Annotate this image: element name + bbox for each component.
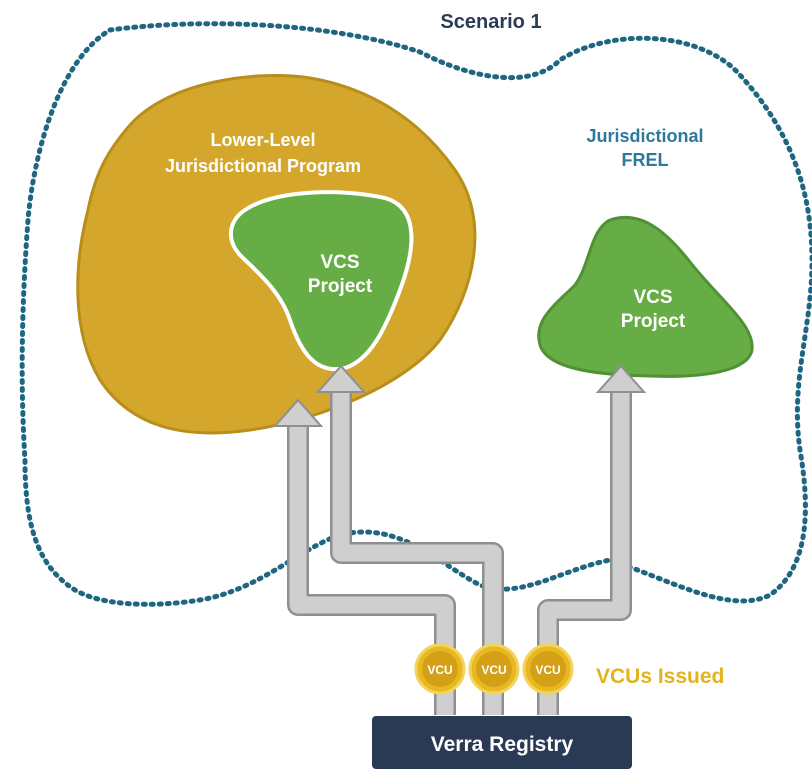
vcs-project-left-area (229, 190, 414, 372)
project-right-label-line2: Project (621, 311, 686, 332)
verra-registry-label: Verra Registry (431, 733, 574, 756)
arrow-head-project-left (315, 364, 367, 393)
scenario-title: Scenario 1 (440, 11, 541, 33)
vcu-coin-3: VCU (522, 643, 574, 695)
verra-registry-box (372, 716, 632, 769)
vcus-issued-label: VCUs Issued (596, 665, 724, 688)
project-left-label-line2: Project (308, 276, 373, 297)
lower-level-label-line2: Jurisdictional Program (165, 156, 361, 176)
project-left-label-line1: VCS (320, 252, 359, 273)
vcu-coin-1: VCU (414, 643, 466, 695)
vcu-coin-1-label: VCU (427, 663, 452, 677)
vcu-coin-3-label: VCU (535, 663, 560, 677)
vcu-coin-2-label: VCU (481, 663, 506, 677)
jurisdiction-boundary (19, 21, 812, 607)
jurisdictional-label-line1: Jurisdictional (586, 126, 703, 146)
arrow-head-program (272, 398, 324, 427)
arrow-head-project-right (595, 364, 647, 393)
vcu-coin-2: VCU (468, 643, 520, 695)
vcs-project-right-area (537, 215, 754, 378)
project-right-label-line1: VCS (633, 287, 672, 308)
jurisdictional-label-line2: FREL (622, 150, 669, 170)
lower-level-label-line1: Lower-Level (210, 130, 315, 150)
